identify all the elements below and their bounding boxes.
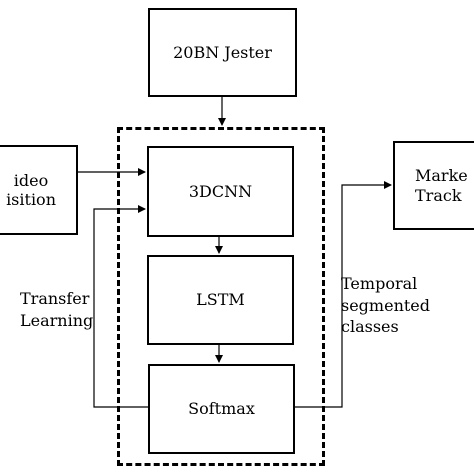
- node-3dcnn: 3DCNN: [147, 146, 294, 237]
- node-softmax: Softmax: [148, 364, 295, 454]
- arrow-softmax-to-marker: [295, 181, 392, 408]
- node-video-acquisition-label-1: ideo: [13, 170, 49, 190]
- temporal-classes-line-2: segmented: [341, 295, 431, 315]
- node-20bn-jester: 20BN Jester: [148, 8, 297, 97]
- model-group-border: [117, 127, 325, 466]
- temporal-classes-line-3: classes: [341, 317, 399, 337]
- node-softmax-label: Softmax: [188, 399, 255, 419]
- node-20bn-jester-label: 20BN Jester: [173, 42, 272, 62]
- node-3dcnn-label: 3DCNN: [188, 181, 253, 201]
- node-marker-tracking: Marke Track: [393, 141, 474, 230]
- node-lstm-label: LSTM: [196, 290, 245, 310]
- node-marker-tracking-label-2: Track: [415, 185, 462, 205]
- node-video-acquisition-label-2: isition: [6, 190, 56, 209]
- node-video-acquisition: ideo isition: [0, 145, 78, 235]
- transfer-learning-line-2: Learning: [20, 310, 94, 330]
- temporal-classes-line-1: Temporal: [341, 274, 418, 293]
- transfer-learning-label: Transfer Learning: [20, 288, 93, 331]
- temporal-classes-label: Temporal segmented classes: [341, 273, 430, 338]
- node-lstm: LSTM: [147, 255, 294, 345]
- transfer-learning-line-1: Transfer: [20, 289, 90, 308]
- node-marker-tracking-label-1: Marke: [415, 166, 468, 186]
